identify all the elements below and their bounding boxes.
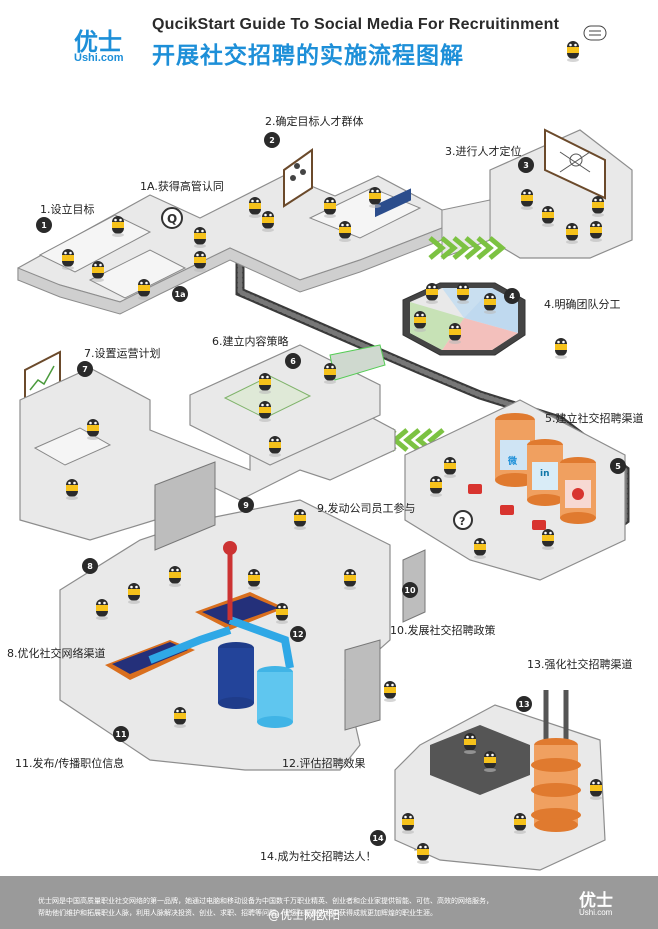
header-mascot-icon (567, 25, 607, 62)
svg-text:7: 7 (82, 365, 88, 374)
water-tank-cyan (257, 666, 293, 728)
step-label-13: 13.强化社交招聘渠道 (527, 658, 633, 671)
svg-text:1a: 1a (175, 290, 186, 299)
page-title-en: QucikStart Guide To Social Media For Rec… (152, 16, 560, 33)
step-label-5: 5.建立社交招聘渠道 (545, 412, 644, 425)
footer-logo: 优士 (579, 891, 613, 911)
step-label-12: 12.评估招聘效果 (282, 757, 366, 770)
floor-step5 (404, 399, 626, 581)
water-tank-blue (218, 642, 254, 709)
step-label-4: 4.明确团队分工 (544, 298, 621, 311)
step-label-6: 6.建立内容策略 (212, 335, 289, 348)
red-buttons (468, 484, 546, 530)
step-label-2: 2.确定目标人才群体 (265, 115, 364, 128)
svg-text:13: 13 (518, 700, 529, 709)
footer-logo-url: Ushi.com (579, 908, 613, 917)
step-label-9: 9.发动公司员工参与 (317, 502, 416, 515)
step-label-7: 7.设置运营计划 (84, 347, 161, 360)
svg-text:2: 2 (269, 136, 275, 145)
green-arrows-top (428, 236, 506, 260)
channel-cylinder-linkedin (527, 439, 563, 506)
step-label-3: 3.进行人才定位 (445, 145, 522, 158)
svg-text:?: ? (459, 515, 465, 528)
weibo-watermark: @优士网欧阳 (268, 908, 341, 922)
svg-text:6: 6 (290, 357, 296, 366)
step-label-14: 14.成为社交招聘达人！ (260, 850, 377, 863)
svg-text:3: 3 (523, 161, 529, 170)
q-speech-bubble: Q (161, 207, 183, 229)
svg-text:4: 4 (509, 292, 515, 301)
footer-text-line2: 帮助他们维护和拓展职业人脉，利用人脉解决投资、创业、求职、招聘等问题，让您在职业… (38, 909, 437, 917)
svg-text:10: 10 (404, 586, 416, 595)
step-label-11: 11.发布/传播职位信息 (15, 757, 125, 770)
svg-text:5: 5 (615, 462, 621, 471)
ushi-logo-url: Ushi.com (74, 52, 124, 64)
svg-text:9: 9 (243, 501, 249, 510)
svg-text:14: 14 (372, 834, 384, 843)
svg-text:12: 12 (292, 630, 303, 639)
step-label-1: 1.设立目标 (40, 203, 95, 216)
footer (0, 876, 658, 929)
whiteboard-step3 (544, 128, 606, 200)
question-speech-bubble: ? (453, 510, 473, 530)
page-title-zh: 开展社交招聘的实施流程图解 (152, 43, 464, 69)
svg-text:1: 1 (41, 221, 47, 230)
svg-text:Q: Q (167, 212, 177, 226)
step-label-1a: 1A.获得高管认同 (140, 180, 224, 193)
channel-cylinder-sina (560, 457, 596, 524)
linkedin-channel-icon: in (540, 469, 550, 479)
footer-text-line1: 优士网是中国高质量职业社交网络的第一品牌，她通过电脑和移动设备为中国数千万职业精… (38, 897, 493, 905)
ushi-logo: 优士 (74, 28, 122, 56)
step-label-10: 10.发展社交招聘政策 (390, 624, 496, 637)
svg-text:8: 8 (87, 562, 93, 571)
svg-text:11: 11 (115, 730, 127, 739)
weibo-channel-icon: 微 (508, 457, 518, 467)
isometric-scene: Q ? (17, 25, 633, 871)
whiteboard-step2 (283, 148, 313, 208)
step-label-8: 8.优化社交网络渠道 (7, 647, 106, 660)
floor-bottom (59, 499, 391, 771)
step-pins: 1 1a 2 3 4 5 6 7 8 9 10 11 12 13 14 (36, 132, 626, 846)
booster-tower (531, 690, 581, 832)
